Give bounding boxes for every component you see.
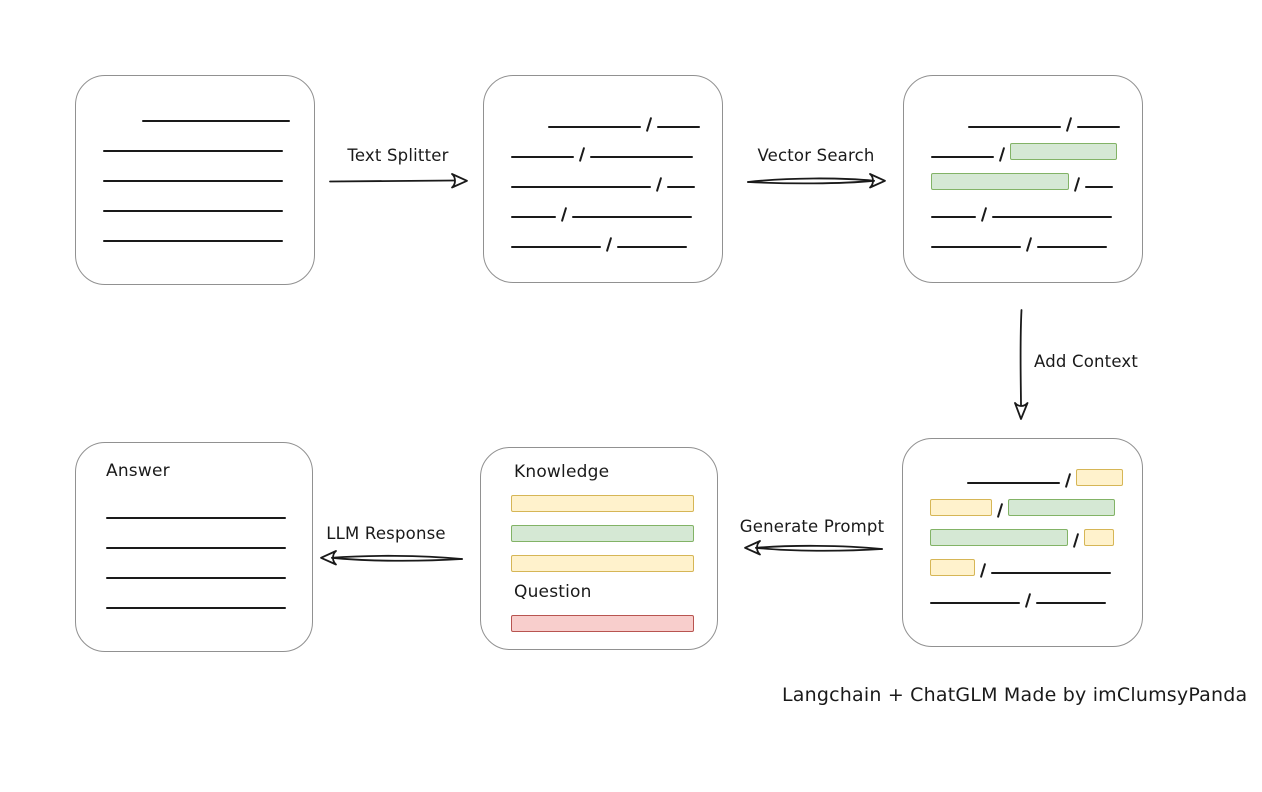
yellow-bar — [511, 555, 694, 572]
node-prompt: Knowledge Question — [480, 447, 718, 650]
text-row — [103, 152, 314, 182]
question-label: Question — [514, 582, 592, 602]
text-line — [657, 126, 701, 128]
text-line — [931, 216, 976, 218]
text-row — [103, 92, 314, 122]
green-bar — [511, 525, 694, 542]
text-row — [930, 454, 1142, 488]
yellow-highlight-chip — [930, 499, 992, 516]
text-line — [1077, 126, 1121, 128]
text-row — [511, 158, 722, 192]
text-row — [931, 218, 1142, 252]
text-row — [511, 218, 722, 252]
text-line — [590, 156, 694, 158]
green-highlight-chip — [1008, 499, 1116, 516]
text-line — [142, 120, 290, 122]
text-row — [106, 579, 312, 609]
text-line — [511, 156, 574, 158]
add-context-label: Add Context — [1034, 352, 1139, 371]
text-row — [930, 484, 1142, 518]
llm-response-label: LLM Response — [326, 524, 446, 543]
text-line — [931, 156, 994, 158]
text-row — [511, 188, 722, 222]
vector-search-label: Vector Search — [757, 146, 875, 165]
text-line — [103, 210, 283, 212]
text-row — [511, 128, 722, 162]
text-line — [931, 246, 1021, 248]
slash-separator — [1025, 237, 1033, 252]
yellow-bar — [511, 495, 694, 512]
text-line — [968, 126, 1061, 128]
knowledge-bars — [511, 495, 694, 572]
slash-separator — [605, 237, 613, 252]
answer-lines — [76, 489, 312, 609]
text-line — [106, 607, 286, 609]
text-line — [511, 186, 651, 188]
text-line — [511, 246, 601, 248]
text-line — [1036, 602, 1107, 604]
text-line — [548, 126, 641, 128]
node-answer: Answer — [75, 442, 313, 652]
text-line — [1037, 246, 1108, 248]
text-line — [511, 216, 556, 218]
node-source-document — [75, 75, 315, 285]
text-line — [572, 216, 693, 218]
document-lines — [76, 76, 314, 242]
text-line — [103, 180, 283, 182]
slash-separator — [1024, 593, 1032, 608]
chunk-rows — [484, 76, 722, 252]
text-line — [992, 216, 1113, 218]
text-splitter-arrow-right-icon — [329, 173, 468, 189]
text-row — [103, 212, 314, 242]
text-line — [1085, 186, 1114, 188]
yellow-highlight-chip — [1084, 529, 1115, 546]
text-row — [103, 122, 314, 152]
red-bar — [511, 615, 694, 632]
text-line — [106, 517, 286, 519]
generate-prompt-label: Generate Prompt — [739, 517, 885, 536]
green-highlight-chip — [930, 529, 1068, 546]
text-row — [103, 182, 314, 212]
text-row — [930, 544, 1142, 578]
text-line — [991, 572, 1112, 574]
text-splitter-label: Text Splitter — [347, 146, 449, 165]
add-context-arrow-down-icon — [1014, 309, 1029, 420]
search-result-rows — [904, 76, 1142, 252]
text-line — [103, 240, 283, 242]
text-line — [617, 246, 688, 248]
text-row — [106, 549, 312, 579]
text-row — [106, 519, 312, 549]
answer-label: Answer — [106, 461, 170, 481]
text-line — [106, 547, 286, 549]
text-line — [103, 150, 283, 152]
text-line — [106, 577, 286, 579]
yellow-highlight-chip — [930, 559, 975, 576]
knowledge-label: Knowledge — [514, 462, 610, 482]
text-row — [930, 514, 1142, 548]
text-line — [930, 602, 1020, 604]
text-row — [931, 188, 1142, 222]
yellow-highlight-chip — [1076, 469, 1124, 486]
node-context-chunks — [902, 438, 1143, 647]
node-vector-search-result — [903, 75, 1143, 283]
text-row — [106, 489, 312, 519]
vector-search-arrow-right-icon — [747, 173, 886, 189]
generate-prompt-arrow-left-icon — [744, 540, 883, 556]
green-highlight-chip — [931, 173, 1069, 190]
text-row — [931, 128, 1142, 162]
diagram-caption: Langchain + ChatGLM Made by imClumsyPand… — [782, 684, 1248, 706]
text-row — [511, 98, 722, 132]
question-bars — [511, 615, 694, 632]
llm-response-arrow-left-icon — [320, 550, 463, 566]
green-highlight-chip — [1010, 143, 1118, 160]
context-rows — [903, 439, 1142, 608]
text-row — [931, 158, 1142, 192]
node-split-chunks — [483, 75, 723, 283]
text-line — [967, 482, 1060, 484]
text-line — [667, 186, 696, 188]
text-row — [930, 574, 1142, 608]
text-row — [931, 98, 1142, 132]
